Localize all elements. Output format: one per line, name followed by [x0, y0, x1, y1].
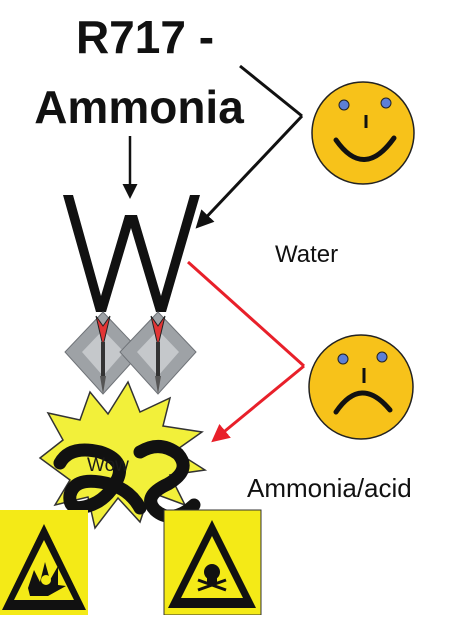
dart-icon — [120, 312, 196, 394]
ammonia-acid-label: Ammonia/acid — [247, 473, 412, 504]
sad-face-icon — [309, 335, 413, 439]
title-line-2: Ammonia — [24, 84, 254, 130]
water-label: Water — [275, 241, 338, 269]
happy-face-icon — [312, 82, 414, 184]
explosion-text: Wow — [87, 455, 129, 477]
toxic-warning-icon — [164, 510, 261, 615]
arrow-sad-face-to-explosion — [214, 366, 304, 440]
w-letter — [63, 195, 200, 312]
arrow-w-to-sad-face — [188, 262, 304, 366]
title-line-1: R717 - — [60, 14, 230, 60]
explosive-warning-icon — [0, 510, 88, 615]
